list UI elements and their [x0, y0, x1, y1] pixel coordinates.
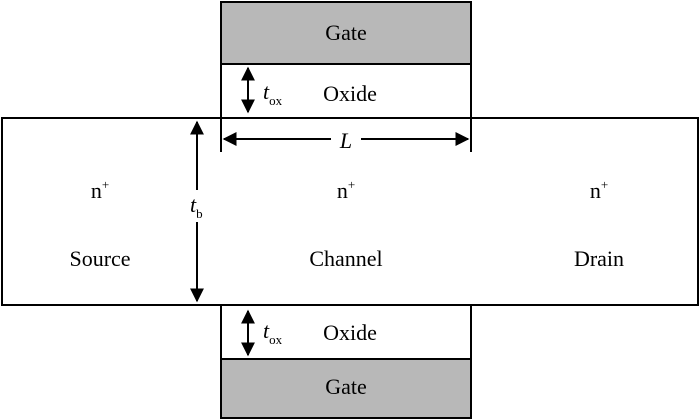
source-label: Source	[69, 246, 130, 271]
drain-label: Drain	[574, 246, 624, 271]
drain-doping-superscript: +	[601, 177, 608, 192]
bottom-tox-symbol: t	[263, 318, 270, 343]
bottom-oxide-region	[220, 304, 472, 360]
channel-length-label-backdrop	[331, 127, 361, 151]
bottom-gate-region	[220, 358, 472, 419]
top-gate-region	[220, 1, 472, 65]
source-doping-label: n+	[91, 177, 109, 203]
top-oxide-thickness-label: tox	[263, 79, 283, 108]
bottom-oxide-label: Oxide	[323, 320, 377, 345]
bottom-gate-label: Gate	[325, 374, 367, 399]
source-doping-type: n	[91, 178, 102, 203]
tb-subscript: b	[196, 206, 203, 221]
bottom-oxide-thickness-label: tox	[263, 318, 283, 347]
top-oxide-region	[220, 63, 472, 119]
source-doping-superscript: +	[102, 177, 109, 192]
channel-doping-label: n+	[337, 177, 355, 203]
top-tox-subscript: ox	[269, 93, 283, 108]
drain-doping-type: n	[590, 178, 601, 203]
top-tox-symbol: t	[263, 79, 270, 104]
channel-doping-superscript: +	[348, 177, 355, 192]
drain-doping-label: n+	[590, 177, 608, 203]
bottom-tox-subscript: ox	[269, 332, 283, 347]
channel-label: Channel	[309, 246, 382, 271]
body-thickness-label: tb	[190, 192, 203, 221]
tb-symbol: t	[190, 192, 197, 217]
top-gate-label: Gate	[325, 20, 367, 45]
channel-length-label: L	[339, 128, 352, 153]
top-oxide-label: Oxide	[323, 81, 377, 106]
body-thickness-label-backdrop	[186, 190, 212, 222]
channel-doping-type: n	[337, 178, 348, 203]
